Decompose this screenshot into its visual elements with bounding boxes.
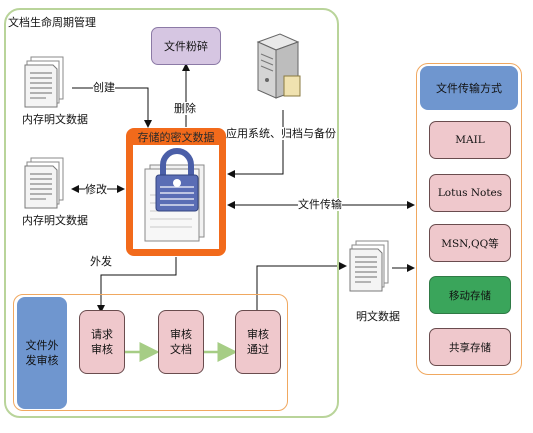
document-icon	[24, 56, 66, 108]
edge-label-transfer: 文件传输	[298, 198, 342, 211]
edge-label-create: 创建	[93, 81, 115, 94]
method-mail: MAIL	[429, 121, 511, 159]
edge-approved	[256, 262, 347, 310]
plain-data-label: 明文数据	[356, 310, 400, 323]
review-step-request: 请求审核	[79, 310, 125, 374]
document-icon	[24, 157, 66, 209]
memory-doc-label-1: 内存明文数据	[22, 113, 88, 126]
method-im: MSN,QQ等	[429, 224, 511, 262]
method-shared-storage: 共享存储	[429, 328, 511, 366]
review-step-audit-text: 审核文档	[170, 328, 192, 356]
transfer-panel	[416, 63, 522, 375]
memory-doc-label-2: 内存明文数据	[22, 214, 88, 227]
server-label: 应用系统、归档与备份	[226, 127, 336, 140]
encrypted-storage-label: 存储的密文数据	[137, 131, 215, 144]
review-title-text: 文件外发审核	[25, 339, 59, 367]
review-panel	[13, 294, 288, 411]
review-step-request-text: 请求审核	[91, 328, 113, 356]
edge-send-out	[97, 257, 177, 313]
lifecycle-title: 文档生命周期管理	[8, 16, 96, 29]
review-title: 文件外发审核	[17, 297, 67, 409]
edge-label-send-out: 外发	[90, 255, 112, 268]
file-shredder-node: 文件粉碎	[151, 27, 221, 65]
method-mobile-storage: 移动存储	[429, 276, 511, 314]
edge-label-delete: 删除	[174, 102, 196, 115]
lifecycle-container	[4, 8, 339, 418]
lock-icon	[152, 147, 202, 213]
review-step-approved-text: 审核通过	[247, 328, 269, 356]
review-step-approved: 审核通过	[235, 310, 281, 374]
server-icon	[250, 30, 302, 102]
review-step-audit: 审核文档	[158, 310, 204, 374]
edge-label-modify: 修改	[85, 183, 107, 196]
transfer-title: 文件传输方式	[420, 66, 518, 110]
document-icon	[349, 240, 391, 292]
method-lotus-notes: Lotus Notes	[429, 174, 511, 212]
